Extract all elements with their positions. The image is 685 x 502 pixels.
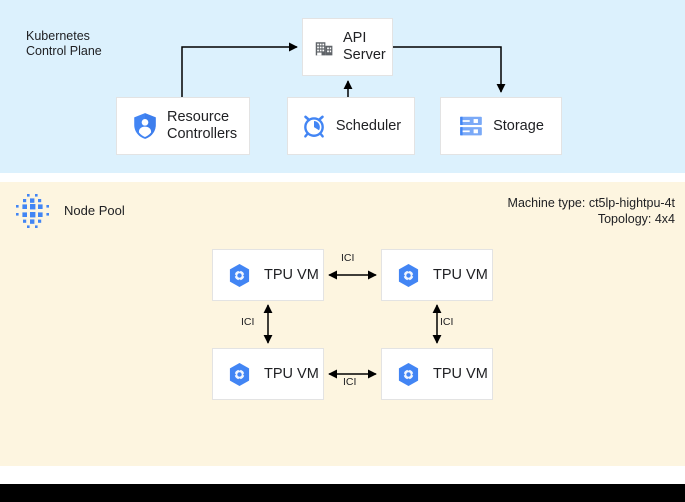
ici-link-label: ICI: [343, 376, 357, 388]
ici-link-label: ICI: [440, 316, 454, 328]
alarm-clock-icon: [301, 113, 327, 139]
ici-link-label: ICI: [341, 252, 355, 264]
machine-type-text: Machine type: ct5lp-hightpu-4t: [507, 196, 675, 210]
node-label: TPU VM: [264, 365, 319, 382]
tpu-hexagon-icon: [397, 362, 420, 387]
node-storage[interactable]: Storage: [440, 97, 562, 155]
tpu-hexagon-icon: [228, 263, 251, 288]
node-label: TPU VM: [433, 365, 488, 382]
node-label: API Server: [343, 30, 386, 63]
shield-person-icon: [132, 112, 158, 140]
node-tpu-vm[interactable]: TPU VM: [381, 249, 493, 301]
tpu-hexagon-icon: [397, 263, 420, 288]
control-plane-title: Kubernetes Control Plane: [26, 29, 102, 58]
node-tpu-vm[interactable]: TPU VM: [212, 249, 324, 301]
node-pool-dot-grid-icon: [13, 192, 53, 230]
building-icon: [314, 37, 335, 58]
bottom-bar: [0, 484, 685, 502]
topology-text: Topology: 4x4: [597, 212, 675, 226]
ici-link-label: ICI: [241, 316, 255, 328]
node-label: Scheduler: [335, 117, 402, 134]
node-label: Resource Controllers: [167, 109, 238, 142]
node-tpu-vm[interactable]: TPU VM: [381, 348, 493, 400]
node-label: TPU VM: [264, 266, 319, 283]
node-pool-title: Node Pool: [64, 203, 125, 218]
tpu-hexagon-icon: [228, 362, 251, 387]
node-label: Storage: [493, 117, 544, 134]
node-pool-panel: [0, 182, 685, 466]
node-pool-meta: Machine type: ct5lp-hightpu-4t Topology:…: [508, 195, 675, 227]
node-label: TPU VM: [433, 266, 488, 283]
node-resource-controllers[interactable]: Resource Controllers: [116, 97, 250, 155]
node-tpu-vm[interactable]: TPU VM: [212, 348, 324, 400]
server-rack-icon: [458, 113, 484, 139]
node-api-server[interactable]: API Server: [302, 18, 393, 76]
node-scheduler[interactable]: Scheduler: [287, 97, 415, 155]
